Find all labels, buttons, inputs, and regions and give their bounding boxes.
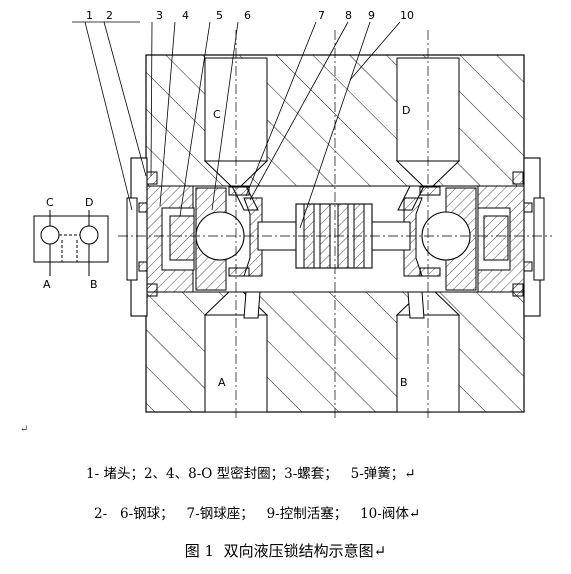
symbol-label-c: C: [46, 196, 54, 209]
symbol-label-d: D: [85, 196, 93, 209]
port-label-a: A: [218, 376, 226, 389]
hydraulic-lock-diagram: 1 2 3 4 5 6 7 8 9 10 C D A B C D A B: [33, 9, 552, 420]
leader-label-10: 10: [400, 9, 414, 22]
port-label-c: C: [213, 108, 221, 121]
leader-label-3: 3: [156, 9, 163, 22]
leader-label-8: 8: [345, 9, 352, 22]
ball-seats: [243, 197, 423, 277]
return-mark: ↵: [20, 424, 29, 435]
leader-label-4: 4: [182, 9, 189, 22]
leader-label-1: 1: [86, 9, 93, 22]
springs: [169, 215, 509, 261]
leader-lines: [72, 21, 401, 229]
leader-label-5: 5: [216, 9, 223, 22]
right-spring: [483, 215, 509, 261]
left-spring: [169, 215, 195, 261]
legend-line-1: 1- 堵头；2、4、8-O 型密封圈；3-螺套； 5-弹簧；↵: [86, 466, 416, 482]
port-label-d: D: [402, 104, 410, 117]
leader-label-7: 7: [318, 9, 325, 22]
figure-caption: 图 1 双向液压锁结构示意图↵: [184, 542, 387, 560]
leader-label-6: 6: [244, 9, 251, 22]
leader-label-9: 9: [368, 9, 375, 22]
hydraulic-symbol: [33, 210, 109, 276]
symbol-label-a: A: [43, 278, 51, 291]
leader-labels: 1 2 3 4 5 6 7 8 9 10: [86, 9, 414, 22]
center-lines: [118, 30, 552, 420]
port-label-b: B: [400, 376, 408, 389]
o-rings: [138, 171, 533, 297]
legend-line-2: 2- 6-钢球； 7-钢球座； 9-控制活塞； 10-阀体↵: [94, 506, 421, 522]
symbol-label-b: B: [90, 278, 98, 291]
leader-label-2: 2: [106, 9, 113, 22]
